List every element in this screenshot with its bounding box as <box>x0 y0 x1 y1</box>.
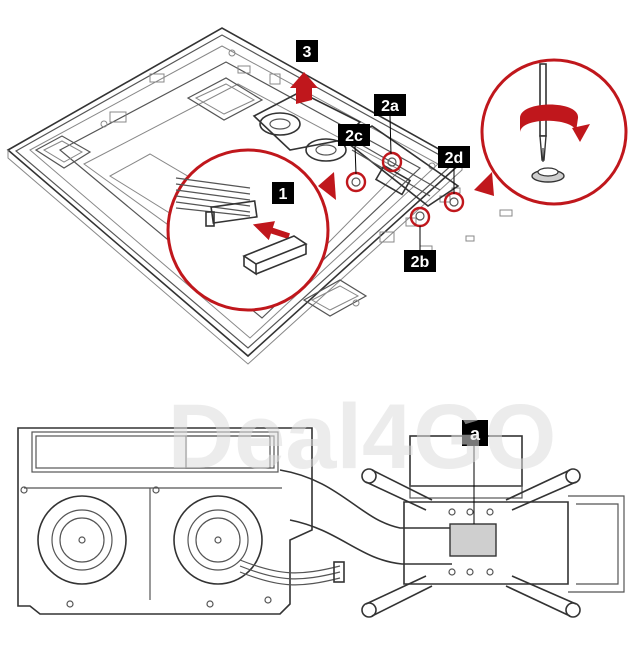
callout-3: 3 <box>296 40 318 62</box>
callout-a-label: a <box>470 424 481 444</box>
callout-1: 1 <box>272 182 294 204</box>
screw-2b-marker <box>409 206 431 228</box>
counterclockwise-arrow-icon <box>520 104 590 142</box>
connector-detail <box>166 148 336 312</box>
screwdriver-detail <box>474 58 628 206</box>
screw-2c-marker <box>345 171 367 193</box>
callout-2c-label: 2c <box>345 128 363 145</box>
fan-module-top-view <box>17 427 452 615</box>
callout-2d-label: 2d <box>445 150 464 167</box>
heatsink-bottom-view: a <box>361 420 625 618</box>
callout-a: a <box>462 420 488 446</box>
thermal-pad <box>449 523 497 557</box>
callout-1-label: 1 <box>279 186 288 203</box>
callout-3-label: 3 <box>303 44 312 61</box>
laptop-base <box>6 27 513 365</box>
screwdriver-icon <box>531 63 565 183</box>
callout-2b: 2b <box>404 226 436 272</box>
screw-2a-marker <box>381 151 403 173</box>
callout-2c: 2c <box>338 124 370 175</box>
up-arrow-icon <box>290 72 318 104</box>
callout-2a: 2a <box>374 94 406 155</box>
callout-2b-label: 2b <box>411 254 430 271</box>
callout-2a-label: 2a <box>381 98 399 115</box>
watermark: Deal4GO <box>168 386 557 488</box>
left-arrow-icon <box>252 221 290 241</box>
callout-2d: 2d <box>438 146 470 194</box>
